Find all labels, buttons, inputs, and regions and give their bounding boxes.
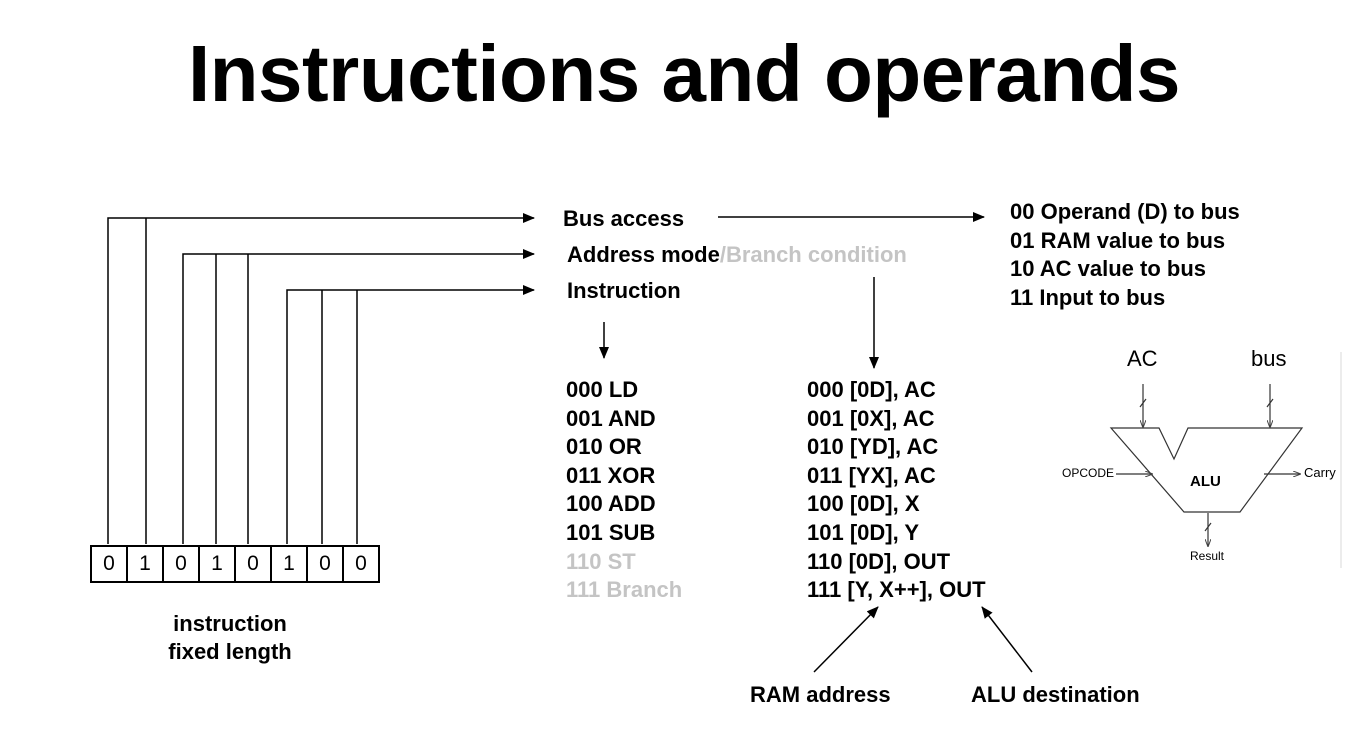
alu-destination-label: ALU destination (971, 682, 1140, 707)
instruction-line (286, 285, 535, 544)
address-mode-item: 010 [YD], AC (807, 434, 939, 460)
address-mode-item: 011 [YX], AC (807, 462, 936, 488)
bus-values-list: 00 Operand (D) to bus 01 RAM value to bu… (1010, 198, 1240, 312)
address-mode-item: 110 [0D], OUT (807, 548, 951, 574)
alu-carry-label: Carry (1304, 465, 1336, 480)
instruction-item: 101 SUB (566, 519, 656, 545)
alu-symbol (1109, 384, 1304, 546)
instruction-item: 110 ST (566, 548, 636, 574)
caption-line: instruction (173, 611, 287, 636)
instruction-item: 011 XOR (566, 462, 656, 488)
slide-title: Instructions and operands (187, 29, 1181, 118)
alu-input-bus: bus (1251, 346, 1287, 371)
bits-caption: instruction fixed length (130, 610, 330, 666)
ram-address-label: RAM address (750, 682, 891, 707)
bit-box: 1 (126, 545, 164, 583)
bit-box: 0 (162, 545, 200, 583)
instruction-list: 000 LD 001 AND 010 OR 011 XOR 100 ADD 10… (566, 376, 682, 605)
bus-access-line (107, 213, 535, 544)
instruction-bits: 0 1 0 1 0 1 0 0 (90, 545, 380, 583)
alu-opcode-label: OPCODE (1062, 466, 1115, 480)
alu-result-label: Result (1190, 549, 1225, 563)
instruction-item: 010 OR (566, 434, 642, 460)
alu-destination-arrow (981, 606, 1033, 673)
instruction-item: 111 Branch (566, 577, 683, 603)
address-mode-item: 100 [0D], X (807, 491, 920, 517)
alu-name: ALU (1190, 473, 1221, 490)
bus-value-item: 10 AC value to bus (1010, 256, 1207, 282)
bit-box: 0 (90, 545, 128, 583)
instruction-label: Instruction (567, 278, 681, 303)
instruction-item: 100 ADD (566, 491, 656, 517)
bit-box: 0 (306, 545, 344, 583)
address-mode-text: Address mode (567, 242, 720, 267)
address-mode-item: 111 [Y, X++], OUT (807, 577, 986, 603)
ram-address-arrow (813, 606, 879, 673)
bus-value-item: 01 RAM value to bus (1010, 227, 1226, 253)
bit-box: 0 (342, 545, 380, 583)
bit-box: 1 (270, 545, 308, 583)
bus-value-item: 00 Operand (D) to bus (1010, 199, 1240, 224)
address-mode-label: Address mode/Branch condition (567, 244, 907, 266)
bus-value-item: 11 Input to bus (1010, 284, 1166, 310)
bus-access-label: Bus access (563, 206, 685, 231)
address-mode-list: 000 [0D], AC 001 [0X], AC 010 [YD], AC 0… (807, 376, 986, 605)
bit-box: 1 (198, 545, 236, 583)
address-mode-line (182, 249, 535, 544)
address-mode-item: 101 [0D], Y (807, 519, 920, 545)
branch-condition-text: /Branch condition (719, 242, 907, 267)
alu-input-ac: AC (1127, 346, 1158, 371)
address-mode-item: 000 [0D], AC (807, 377, 936, 402)
instruction-item: 001 AND (566, 405, 656, 431)
caption-line: fixed length (168, 639, 292, 664)
instruction-item: 000 LD (566, 377, 639, 402)
bit-box: 0 (234, 545, 272, 583)
address-mode-item: 001 [0X], AC (807, 405, 935, 431)
